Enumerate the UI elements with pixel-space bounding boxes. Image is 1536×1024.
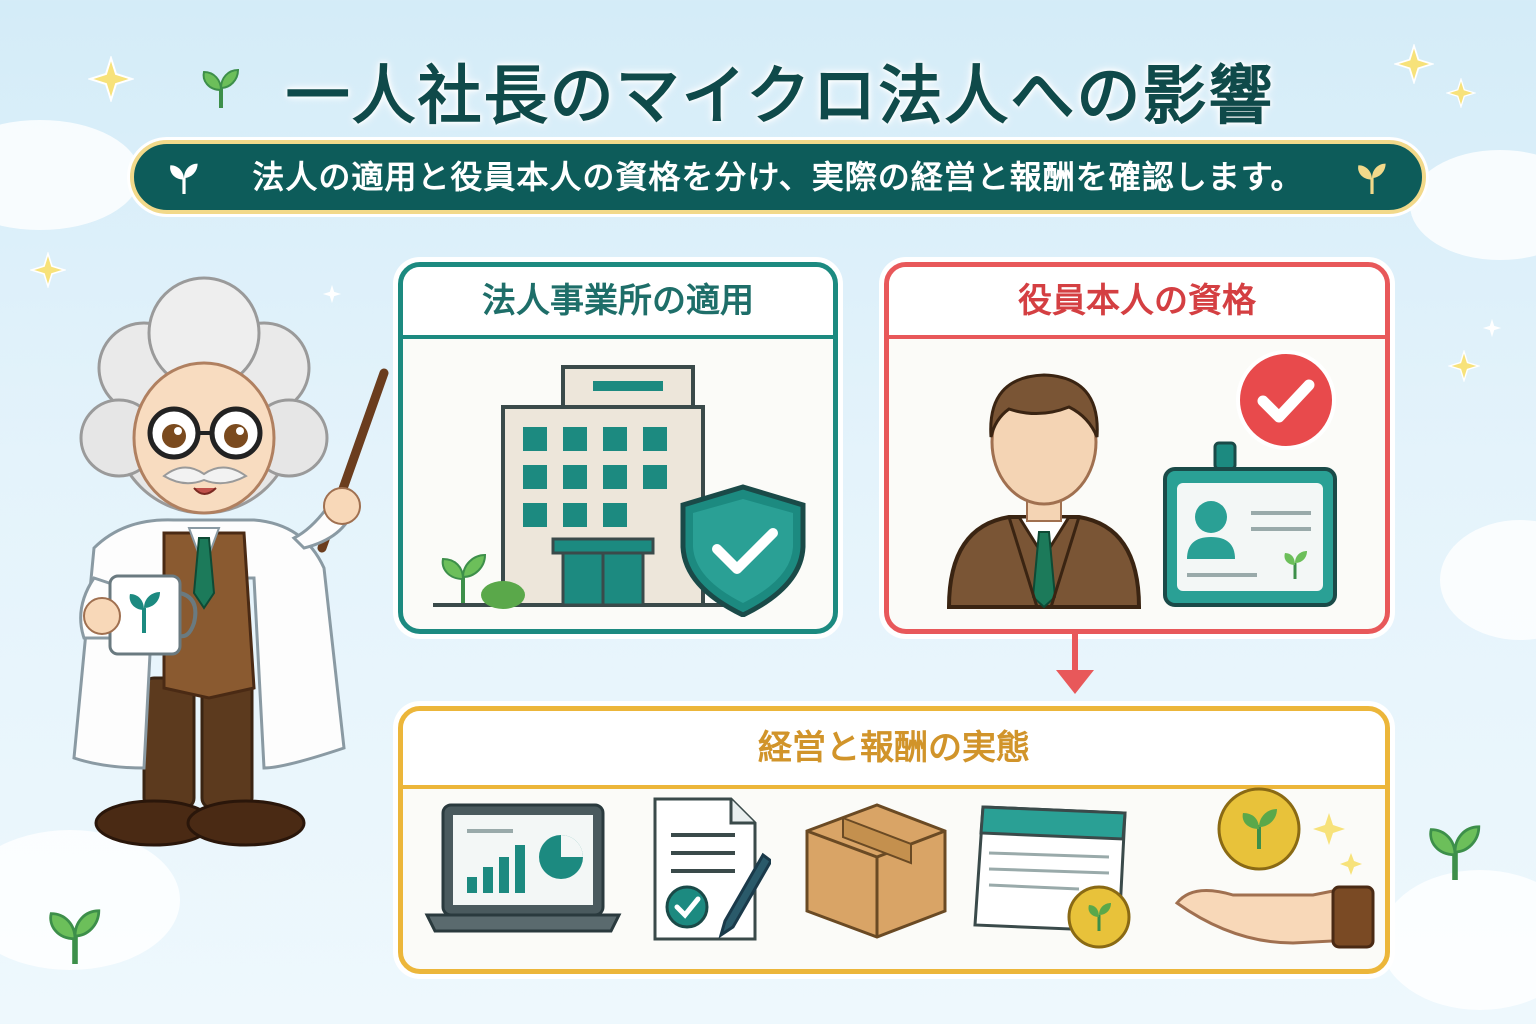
cloud-right — [1410, 150, 1536, 260]
sparkle-icon — [1448, 350, 1480, 382]
subtitle-text: 法人の適用と役員本人の資格を分け、実際の経営と報酬を確認します。 — [252, 158, 1304, 196]
cloud-bottom-right — [1380, 870, 1536, 1010]
corporate-application-heading: 法人事業所の適用 — [403, 267, 833, 339]
page-title: 一人社長のマイクロ法人への影響 — [285, 60, 1275, 134]
corporate-application-card: 法人事業所の適用 — [398, 262, 838, 634]
management-remuneration-card: 経営と報酬の実態 — [398, 706, 1390, 974]
sparkle-icon — [88, 56, 134, 102]
cloud-right-low — [1440, 520, 1536, 640]
laptop-chart-icon — [424, 803, 622, 933]
cardboard-box-icon — [805, 803, 947, 939]
sparkle-icon — [1482, 318, 1502, 338]
id-card-icon — [1163, 441, 1337, 607]
sprout-icon — [1358, 163, 1386, 194]
businessman-icon — [946, 373, 1142, 609]
sprout-icon — [1429, 825, 1481, 880]
sparkle-icon — [322, 284, 342, 304]
professor-character-illustration — [72, 276, 389, 847]
contract-document-icon — [653, 797, 771, 941]
sprout-icon — [170, 163, 198, 194]
office-building-icon — [433, 365, 806, 617]
sprout-icon — [49, 909, 101, 964]
ledger-coin-icon — [973, 805, 1131, 949]
officer-eligibility-heading: 役員本人の資格 — [889, 267, 1385, 339]
sprout-icon — [202, 68, 240, 108]
hand-coin-icon — [1174, 787, 1375, 949]
sparkle-icon — [1446, 78, 1476, 108]
sparkle-icon — [1394, 44, 1434, 84]
cloud-bottom-left — [0, 830, 180, 970]
check-badge-icon — [1236, 350, 1336, 450]
sparkle-icon — [30, 252, 66, 288]
officer-eligibility-card: 役員本人の資格 — [884, 262, 1390, 634]
subtitle-banner: 法人の適用と役員本人の資格を分け、実際の経営と報酬を確認します。 — [130, 140, 1426, 214]
arrow-down-icon — [1056, 634, 1094, 694]
cloud-left — [0, 120, 140, 230]
management-remuneration-heading: 経営と報酬の実態 — [403, 711, 1385, 789]
